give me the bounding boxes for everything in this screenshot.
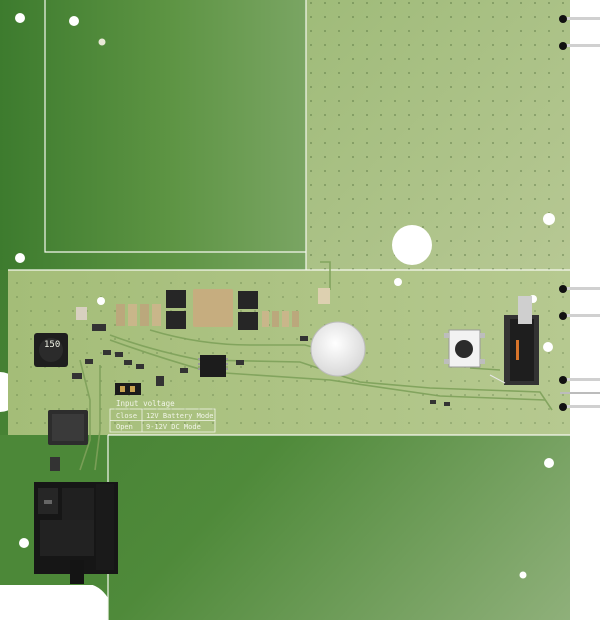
jumper-title: Input voltage bbox=[116, 399, 175, 408]
jumper-state-open: Open bbox=[116, 423, 133, 431]
jumper-state-close: Close bbox=[116, 412, 137, 420]
jumper-mode-table: Close 12V Battery Mode Open 9-12V DC Mod… bbox=[109, 408, 216, 433]
pin-header-top bbox=[559, 15, 600, 50]
smd-inductor bbox=[48, 410, 88, 445]
center-inductor bbox=[193, 289, 233, 327]
pin-header-mid bbox=[559, 285, 600, 411]
jumper-mode-close: 12V Battery Mode bbox=[146, 412, 213, 420]
mounting-holes bbox=[15, 13, 555, 579]
pcb-top-left-area bbox=[0, 0, 306, 270]
round-buzzer bbox=[310, 321, 366, 377]
inductor-label: 150 bbox=[44, 340, 60, 350]
passive-components bbox=[76, 288, 330, 327]
power-connector bbox=[34, 482, 118, 584]
power-inductor: 150 bbox=[34, 333, 68, 367]
slide-switch bbox=[489, 296, 539, 385]
controller-ic bbox=[198, 355, 228, 377]
tactile-push-button bbox=[444, 329, 485, 368]
mosfet-transistors bbox=[166, 290, 258, 330]
jumper-header bbox=[115, 383, 141, 395]
board-outline-lines bbox=[8, 0, 570, 620]
tiny-smd-parts bbox=[50, 324, 450, 471]
jumper-mode-open: 9-12V DC Mode bbox=[146, 423, 201, 431]
copper-traces bbox=[79, 261, 553, 471]
